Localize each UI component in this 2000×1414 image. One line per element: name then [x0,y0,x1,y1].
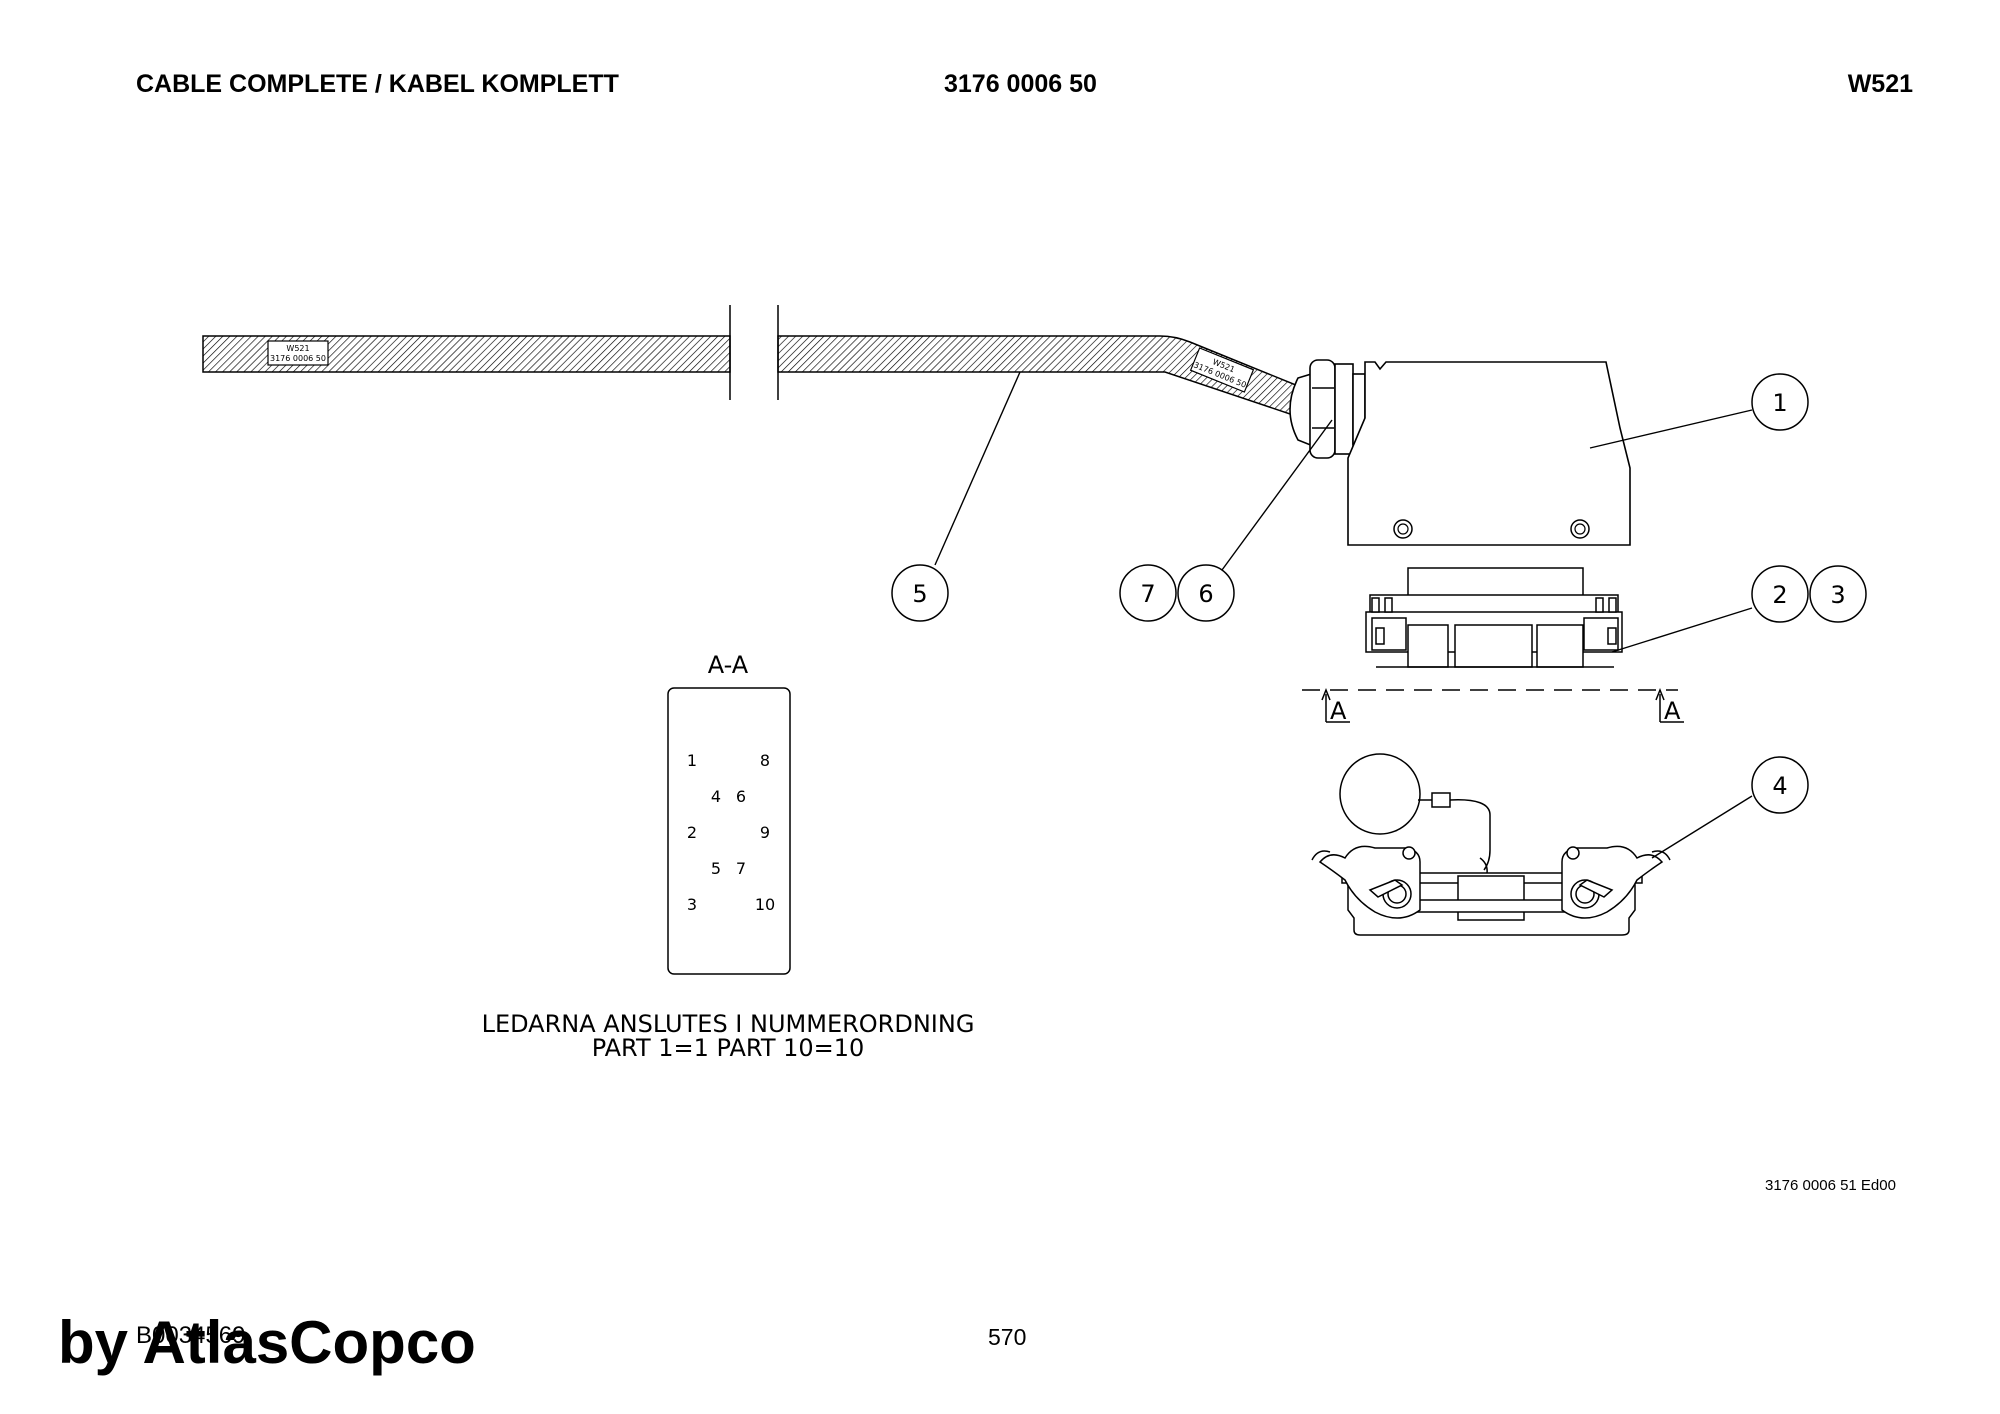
connector-housing [1311,753,1671,936]
part-number: 3176 0006 50 [944,70,1097,98]
balloon-1: 1 [1751,373,1809,431]
svg-text:4: 4 [1772,772,1787,800]
pin-label: 5 [711,859,721,878]
svg-text:7: 7 [1140,580,1155,608]
svg-text:6: 6 [1198,580,1213,608]
pin-label: 1 [687,751,697,770]
wiring-note: LEDARNA ANSLUTES I NUMMERORDNING [482,1010,975,1038]
balloon-3: 3 [1809,565,1867,623]
balloon-6: 6 [1177,564,1235,622]
connector-insert [1365,567,1623,668]
balloon-4: 4 [1751,756,1809,814]
cable [202,305,1319,421]
svg-text:5: 5 [912,580,927,608]
pin-label: 7 [736,859,746,878]
balloon-5: 5 [891,564,949,622]
pin-label: 8 [760,751,770,770]
section-title: A-A [708,651,749,679]
drawing-code: W521 [1847,70,1913,98]
section-view: A-A 1 8 4 6 2 9 5 7 3 10 [667,651,791,975]
pin-label: 2 [687,823,697,842]
document-title: CABLE COMPLETE / KABEL KOMPLETT [136,70,619,98]
pin-label: 10 [755,895,775,914]
svg-text:3176 0006 50: 3176 0006 50 [270,354,326,363]
wiring-note-parts: PART 1=1 PART 10=10 [592,1034,865,1062]
svg-text:W521: W521 [286,344,309,353]
leader-lines [934,371,1753,859]
edition-label: 3176 0006 51 Ed00 [1765,1177,1896,1194]
connector-hood [1347,361,1631,546]
reference-code: B0034569 [136,1322,246,1349]
cable-label-left: W521 3176 0006 50 [267,340,329,366]
pin-label: 9 [760,823,770,842]
svg-text:1: 1 [1772,389,1787,417]
brand-watermark: by AtlasCopco [58,1309,476,1376]
svg-text:A: A [1664,697,1681,725]
pin-label: 4 [711,787,721,806]
section-line: A A [1302,687,1684,725]
svg-text:A: A [1330,697,1347,725]
svg-text:3: 3 [1830,581,1845,609]
svg-text:2: 2 [1772,581,1787,609]
balloon-7: 7 [1119,564,1177,622]
pin-label: 3 [687,895,697,914]
page-number: 570 [988,1324,1027,1350]
balloon-2: 2 [1751,565,1809,623]
pin-label: 6 [736,787,746,806]
